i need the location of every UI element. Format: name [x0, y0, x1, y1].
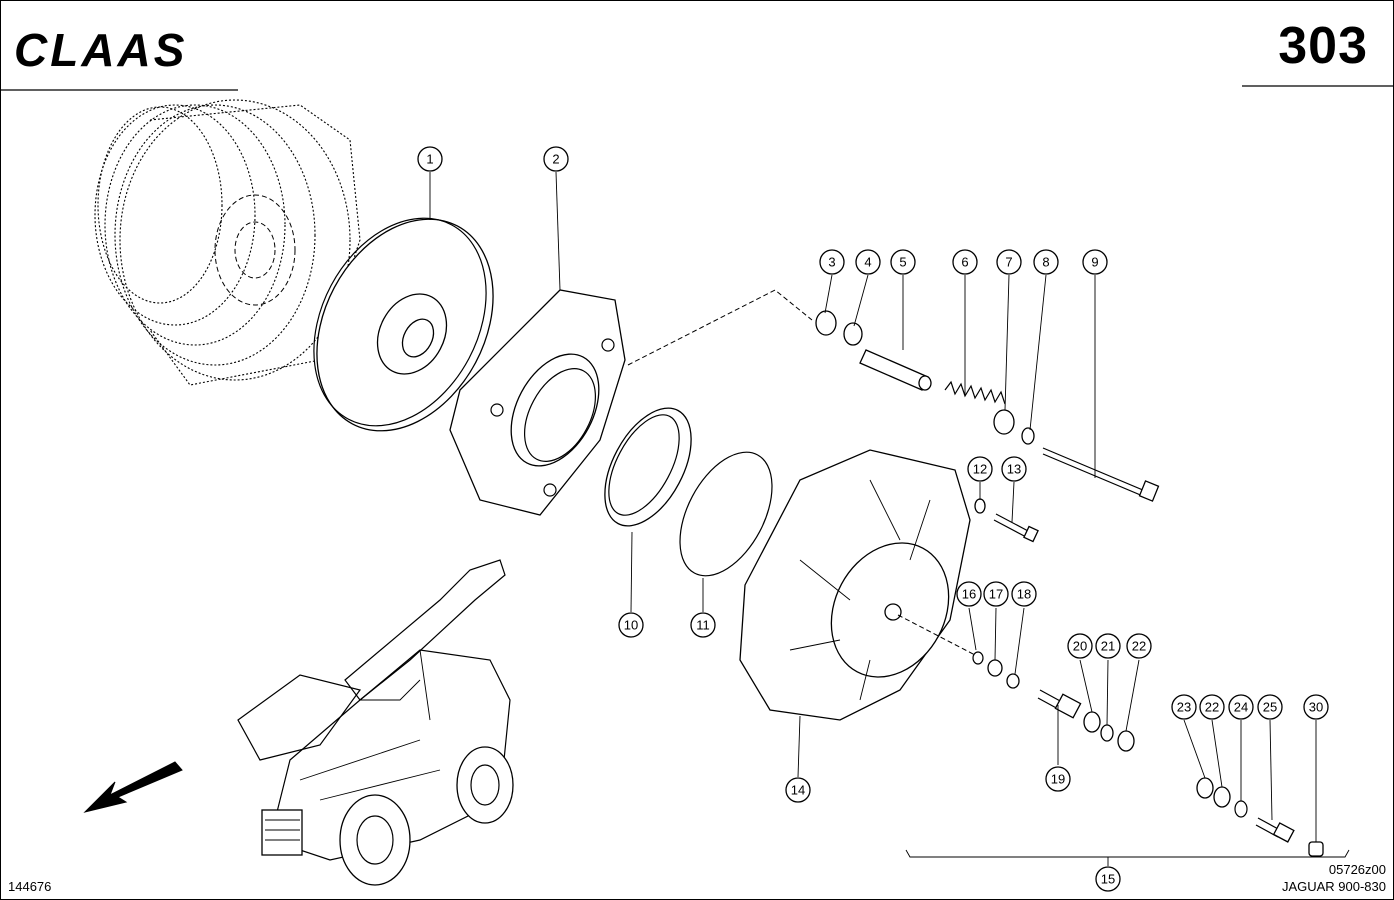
part-bushing-17 — [987, 659, 1003, 677]
part-clutch-disc — [313, 217, 494, 432]
svg-text:3: 3 — [828, 255, 835, 270]
svg-text:16: 16 — [962, 587, 976, 602]
svg-text:4: 4 — [864, 255, 871, 270]
svg-text:2: 2 — [552, 152, 559, 167]
svg-text:15: 15 — [1101, 872, 1115, 887]
page-number: 303 — [1278, 17, 1368, 75]
part-ring-23 — [1196, 777, 1214, 799]
svg-text:6: 6 — [961, 255, 968, 270]
part-ring-21 — [1100, 724, 1114, 742]
leader-lines — [429, 171, 1350, 866]
callout-10: 10 — [618, 612, 644, 638]
part-fitting-19 — [1037, 689, 1082, 719]
part-o-ring — [679, 451, 773, 577]
part-bearing-ring — [604, 407, 692, 527]
callout-18: 18 — [1011, 581, 1037, 607]
svg-text:30: 30 — [1309, 700, 1323, 715]
part-bushing — [815, 310, 837, 336]
callout-1: 1 — [417, 146, 443, 172]
part-spring — [944, 380, 1006, 405]
svg-text:7: 7 — [1005, 255, 1012, 270]
svg-text:19: 19 — [1051, 772, 1065, 787]
callout-17: 17 — [983, 581, 1009, 607]
part-washer-12 — [974, 498, 986, 514]
callout-14: 14 — [785, 777, 811, 803]
part-flywheel-housing-flange — [449, 289, 626, 516]
part-small-washer — [1021, 427, 1035, 445]
callout-24: 24 — [1228, 694, 1254, 720]
svg-text:CLAAS: CLAAS — [14, 26, 187, 72]
svg-text:9: 9 — [1091, 255, 1098, 270]
engine-housing — [94, 99, 361, 386]
svg-text:23: 23 — [1177, 700, 1191, 715]
callout-22: 22 — [1126, 633, 1152, 659]
callout-19: 19 — [1045, 766, 1071, 792]
part-washer — [843, 322, 863, 346]
svg-text:20: 20 — [1073, 639, 1087, 654]
svg-text:1: 1 — [426, 152, 433, 167]
callout-6: 6 — [952, 249, 978, 275]
part-ring-22 — [1117, 730, 1135, 752]
callout-8: 8 — [1033, 249, 1059, 275]
part-fitting-25 — [1255, 817, 1295, 843]
svg-text:22: 22 — [1132, 639, 1146, 654]
svg-text:24: 24 — [1234, 700, 1248, 715]
callout-5: 5 — [890, 249, 916, 275]
forage-harvester-illustration — [237, 559, 514, 886]
callout-20: 20 — [1067, 633, 1093, 659]
part-snap-ring — [972, 651, 984, 665]
svg-text:25: 25 — [1263, 700, 1277, 715]
callout-4: 4 — [855, 249, 881, 275]
callout-13: 13 — [1001, 456, 1027, 482]
part-long-bolt — [1042, 447, 1160, 502]
callout-9: 9 — [1082, 249, 1108, 275]
part-ring-22b — [1213, 786, 1231, 808]
svg-text:10: 10 — [624, 618, 638, 633]
part-nut-30 — [1308, 841, 1324, 857]
svg-text:12: 12 — [973, 462, 987, 477]
callout-21: 21 — [1095, 633, 1121, 659]
callout-23: 23 — [1171, 694, 1197, 720]
part-ring-20 — [1083, 711, 1101, 733]
callout-3: 3 — [819, 249, 845, 275]
svg-text:22: 22 — [1205, 700, 1219, 715]
callout-30: 30 — [1303, 694, 1329, 720]
part-ring-24 — [1234, 800, 1248, 818]
svg-text:18: 18 — [1017, 587, 1031, 602]
arrow-down-left-icon — [83, 761, 183, 813]
svg-text:17: 17 — [989, 587, 1003, 602]
svg-text:5: 5 — [899, 255, 906, 270]
svg-text:11: 11 — [696, 618, 710, 633]
svg-text:13: 13 — [1007, 462, 1021, 477]
callout-7: 7 — [996, 249, 1022, 275]
part-bolt-13 — [993, 513, 1039, 543]
callout-11: 11 — [690, 612, 716, 638]
model-label: JAGUAR 900-830 — [1281, 879, 1386, 894]
svg-text:21: 21 — [1101, 639, 1115, 654]
part-plug-18 — [1006, 673, 1020, 689]
part-housing-cover — [739, 449, 971, 721]
callout-22b: 22 — [1199, 694, 1225, 720]
svg-text:8: 8 — [1042, 255, 1049, 270]
callout-25: 25 — [1257, 694, 1283, 720]
callout-16: 16 — [956, 581, 982, 607]
drawing-number: 05726z00 — [1328, 862, 1386, 877]
callout-12: 12 — [967, 456, 993, 482]
claas-logo: CLAAS — [14, 26, 187, 72]
left-code: 144676 — [8, 879, 52, 894]
part-spring-plate — [993, 409, 1015, 435]
callout-15: 15 — [1095, 866, 1121, 892]
callout-2: 2 — [543, 146, 569, 172]
part-pin — [859, 349, 932, 391]
svg-text:14: 14 — [791, 783, 805, 798]
